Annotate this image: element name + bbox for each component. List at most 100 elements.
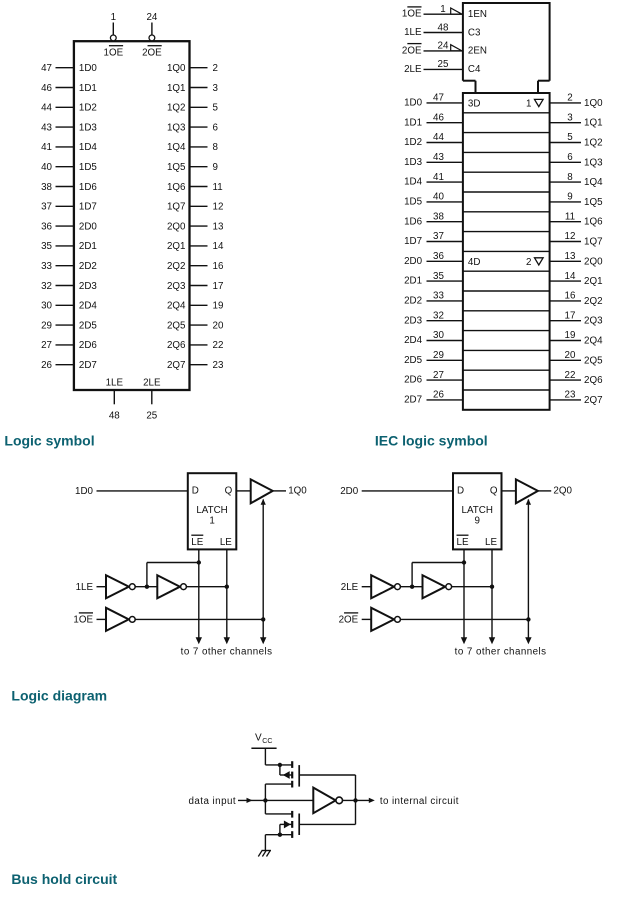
svg-text:1LE: 1LE [106, 377, 124, 388]
svg-text:1D1: 1D1 [404, 117, 422, 128]
svg-text:9: 9 [567, 192, 572, 203]
svg-text:2D1: 2D1 [79, 241, 97, 252]
svg-text:Q: Q [225, 486, 233, 497]
svg-text:1D1: 1D1 [79, 83, 97, 94]
svg-text:2Q5: 2Q5 [167, 320, 186, 331]
svg-text:2D7: 2D7 [79, 360, 97, 371]
svg-text:2Q1: 2Q1 [584, 276, 603, 287]
svg-text:Q: Q [490, 486, 498, 497]
svg-text:9: 9 [475, 516, 480, 527]
svg-text:1Q6: 1Q6 [167, 182, 186, 193]
svg-text:1D4: 1D4 [404, 177, 423, 188]
svg-text:1Q3: 1Q3 [167, 122, 186, 133]
svg-text:2EN: 2EN [468, 46, 487, 57]
svg-text:14: 14 [213, 241, 224, 252]
svg-text:1D4: 1D4 [79, 142, 98, 153]
svg-text:29: 29 [433, 350, 444, 361]
svg-text:48: 48 [438, 22, 449, 33]
svg-text:data input: data input [189, 796, 237, 807]
svg-text:2: 2 [526, 257, 531, 268]
svg-text:22: 22 [565, 370, 576, 381]
svg-text:2Q1: 2Q1 [167, 241, 186, 252]
svg-text:2Q6: 2Q6 [584, 375, 603, 386]
svg-text:1D5: 1D5 [79, 162, 98, 173]
svg-text:20: 20 [213, 320, 224, 331]
svg-text:to 7 other channels: to 7 other channels [455, 647, 547, 658]
svg-text:LE: LE [220, 537, 232, 548]
svg-text:38: 38 [433, 211, 444, 222]
svg-text:1D3: 1D3 [79, 122, 98, 133]
svg-text:40: 40 [433, 192, 444, 203]
svg-text:2Q4: 2Q4 [167, 301, 186, 312]
svg-text:2D2: 2D2 [404, 296, 422, 307]
svg-text:2OE: 2OE [339, 615, 359, 626]
svg-text:48: 48 [109, 410, 120, 421]
svg-text:26: 26 [433, 390, 444, 401]
svg-text:1: 1 [111, 12, 116, 23]
svg-text:23: 23 [565, 390, 576, 401]
svg-text:2LE: 2LE [404, 64, 422, 75]
svg-text:C4: C4 [468, 64, 481, 75]
svg-text:2D0: 2D0 [340, 486, 359, 497]
svg-text:1OE: 1OE [402, 9, 422, 20]
svg-text:1D0: 1D0 [75, 486, 94, 497]
svg-text:1Q7: 1Q7 [167, 202, 186, 213]
svg-text:2D6: 2D6 [79, 340, 98, 351]
svg-text:46: 46 [433, 112, 444, 123]
svg-text:23: 23 [213, 360, 224, 371]
svg-text:LE: LE [485, 537, 497, 548]
svg-text:6: 6 [213, 122, 219, 133]
svg-text:2Q2: 2Q2 [167, 261, 186, 272]
svg-text:D: D [192, 486, 199, 497]
svg-text:2Q3: 2Q3 [167, 281, 186, 292]
svg-text:30: 30 [433, 330, 444, 341]
svg-text:CC: CC [262, 738, 272, 745]
svg-text:47: 47 [433, 93, 444, 104]
svg-text:Bus hold circuit: Bus hold circuit [11, 871, 117, 887]
svg-text:2D5: 2D5 [79, 320, 98, 331]
svg-text:13: 13 [213, 221, 224, 232]
svg-text:33: 33 [41, 261, 52, 272]
svg-text:1D0: 1D0 [79, 63, 98, 74]
svg-text:19: 19 [213, 301, 224, 312]
svg-text:2Q2: 2Q2 [584, 296, 603, 307]
svg-text:1Q4: 1Q4 [584, 177, 603, 188]
svg-text:25: 25 [438, 59, 449, 70]
svg-text:2LE: 2LE [143, 377, 161, 388]
svg-text:2D3: 2D3 [79, 281, 98, 292]
svg-text:2Q4: 2Q4 [584, 336, 603, 347]
svg-text:17: 17 [213, 281, 224, 292]
svg-text:to 7 other channels: to 7 other channels [181, 647, 273, 658]
svg-text:IEC logic symbol: IEC logic symbol [375, 433, 488, 449]
svg-text:2D0: 2D0 [404, 256, 423, 267]
svg-text:8: 8 [567, 172, 573, 183]
svg-text:2D2: 2D2 [79, 261, 97, 272]
svg-text:1Q1: 1Q1 [584, 118, 603, 129]
svg-text:25: 25 [146, 410, 157, 421]
svg-text:44: 44 [433, 132, 444, 143]
svg-text:37: 37 [433, 231, 444, 242]
svg-text:3: 3 [567, 112, 573, 123]
svg-text:2LE: 2LE [341, 582, 359, 593]
svg-text:41: 41 [433, 172, 444, 183]
svg-text:1D2: 1D2 [79, 103, 97, 114]
svg-text:16: 16 [565, 291, 576, 302]
svg-text:11: 11 [565, 211, 575, 222]
svg-text:2Q5: 2Q5 [584, 355, 603, 366]
svg-text:47: 47 [41, 63, 52, 74]
svg-text:1D3: 1D3 [404, 157, 423, 168]
svg-text:13: 13 [565, 251, 576, 262]
svg-text:1: 1 [209, 516, 214, 527]
svg-text:2Q0: 2Q0 [584, 256, 603, 267]
svg-text:to internal circuit: to internal circuit [380, 796, 459, 807]
svg-text:8: 8 [213, 142, 219, 153]
svg-text:2Q7: 2Q7 [167, 360, 186, 371]
svg-text:2OE: 2OE [402, 45, 422, 56]
svg-text:37: 37 [41, 202, 52, 213]
svg-text:Logic symbol: Logic symbol [4, 433, 94, 449]
svg-text:1Q6: 1Q6 [584, 217, 603, 228]
svg-text:19: 19 [565, 330, 576, 341]
svg-text:30: 30 [41, 301, 52, 312]
svg-text:LATCH: LATCH [196, 505, 227, 516]
svg-text:43: 43 [433, 152, 444, 163]
